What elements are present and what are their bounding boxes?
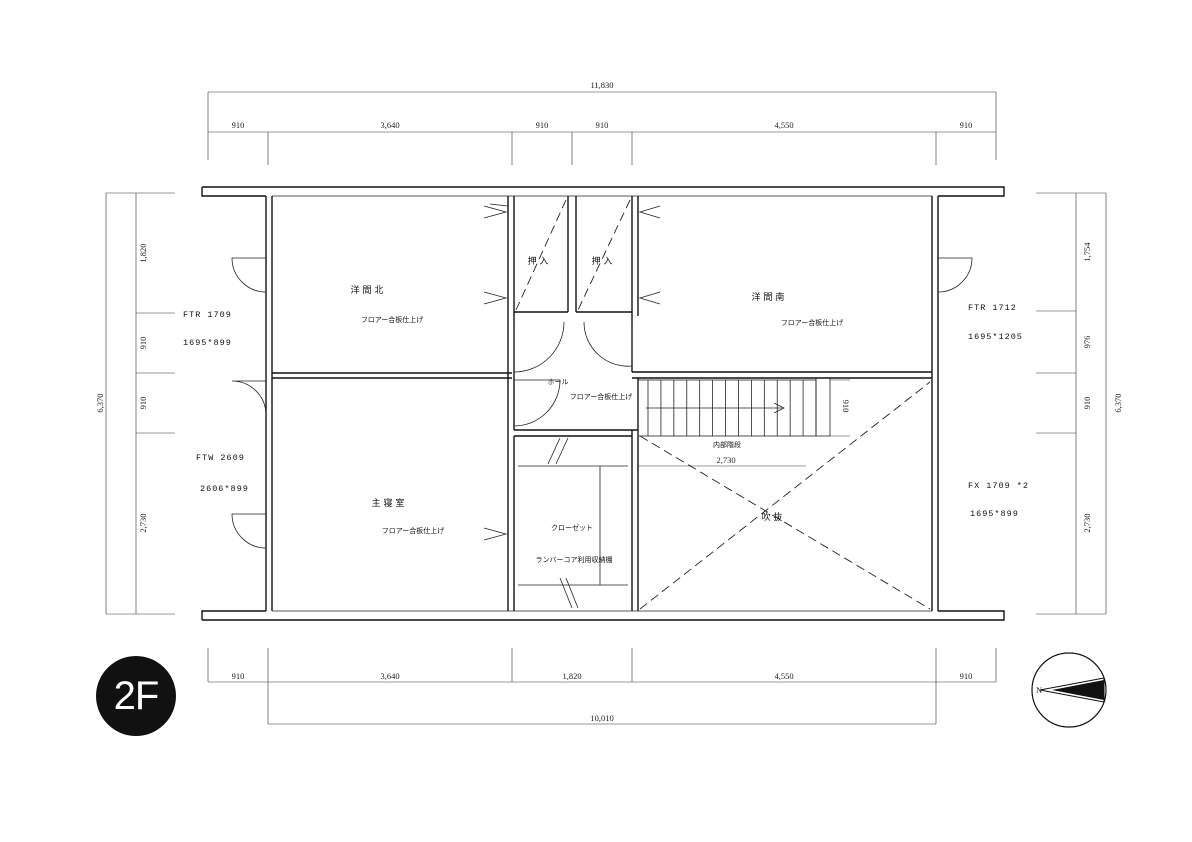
window-fx1709-size: 1695*899 <box>970 509 1019 519</box>
window-ftr1709-size: 1695*899 <box>183 338 232 348</box>
void-cross <box>639 381 931 610</box>
dim-top-2: 3,640 <box>380 120 399 130</box>
room-north-name: 洋 間 北 <box>351 284 384 296</box>
dim-bottom-2: 3,640 <box>380 671 399 681</box>
floor-badge: 2F <box>96 656 176 736</box>
room-south-name: 洋 間 南 <box>752 291 785 303</box>
window-ftr1712-code: FTR 1712 <box>968 303 1017 313</box>
void-label: 吹 抜 <box>762 511 783 523</box>
hall-finish: フロアー合板仕上げ <box>570 392 633 401</box>
compass-circle <box>1031 652 1107 728</box>
dim-right-total: 6,370 <box>1113 393 1123 412</box>
stair-arrow <box>646 402 785 414</box>
window-fx1709-code: FX 1709 *2 <box>968 481 1029 491</box>
dim-left-4: 2,730 <box>138 513 148 532</box>
dim-right-3: 910 <box>1082 397 1092 410</box>
oshiire-1-label: 押 入 <box>528 255 549 267</box>
room-north-finish: フロアー合板仕上げ <box>361 315 424 324</box>
door-swings <box>231 203 973 609</box>
dim-top-5: 4,550 <box>774 120 793 130</box>
window-ftw2609-code: FTW 2609 <box>196 453 245 463</box>
dim-bottom-1: 910 <box>232 671 245 681</box>
dim-left-total: 6,370 <box>95 393 105 412</box>
room-master-name: 主 寝 室 <box>372 497 405 509</box>
window-ftw2609-size: 2606*899 <box>200 484 249 494</box>
right-dimensions: 6,370 1,754 976 910 2,730 <box>1036 192 1123 615</box>
room-south-finish: フロアー合板仕上げ <box>781 318 844 327</box>
dim-top-3: 910 <box>536 120 549 130</box>
compass-needle <box>1052 680 1104 700</box>
oshiire-diagonals <box>515 199 631 311</box>
dim-bottom-5: 910 <box>960 671 973 681</box>
window-ftr1709-code: FTR 1709 <box>183 310 232 320</box>
dim-top-6: 910 <box>960 120 973 130</box>
stair-depth-dim: 910 <box>841 400 851 413</box>
stairs-label: 内部階段 <box>713 440 741 449</box>
interior-walls <box>272 196 932 611</box>
dim-right-4: 2,730 <box>1082 513 1092 532</box>
window-ftr1712-size: 1695*1205 <box>968 332 1023 342</box>
dim-top-1: 910 <box>232 120 245 130</box>
dim-top-4: 910 <box>596 120 609 130</box>
dim-left-3: 910 <box>138 397 148 410</box>
compass-letter: N <box>1036 685 1042 695</box>
hall-name: ホール <box>548 378 569 386</box>
left-dimensions: 6,370 1,820 910 910 2,730 <box>95 192 175 615</box>
dim-right-1: 1,754 <box>1082 242 1092 262</box>
dim-left-2: 910 <box>138 337 148 350</box>
dim-right-2: 976 <box>1082 336 1092 349</box>
closet-name: クローゼット <box>551 523 593 532</box>
dim-bottom-4: 4,550 <box>774 671 793 681</box>
outer-walls <box>201 186 1005 621</box>
closet-note: ランバーコア利用収納棚 <box>536 555 613 564</box>
top-dimensions: 11,830 910 3,640 910 910 4,550 910 <box>207 80 997 165</box>
dim-bottom-3: 1,820 <box>562 671 581 681</box>
stair-width-dim: 2,730 <box>716 455 735 465</box>
dim-top-total: 11,830 <box>590 80 613 90</box>
compass: N <box>1031 652 1107 728</box>
dim-left-1: 1,820 <box>138 243 148 262</box>
oshiire-2-label: 押 入 <box>592 255 613 267</box>
stairs <box>637 378 831 437</box>
dim-bottom-total: 10,010 <box>590 713 613 723</box>
bottom-dimensions: 910 3,640 1,820 4,550 910 10,010 <box>207 648 997 725</box>
room-master-finish: フロアー合板仕上げ <box>382 526 445 535</box>
